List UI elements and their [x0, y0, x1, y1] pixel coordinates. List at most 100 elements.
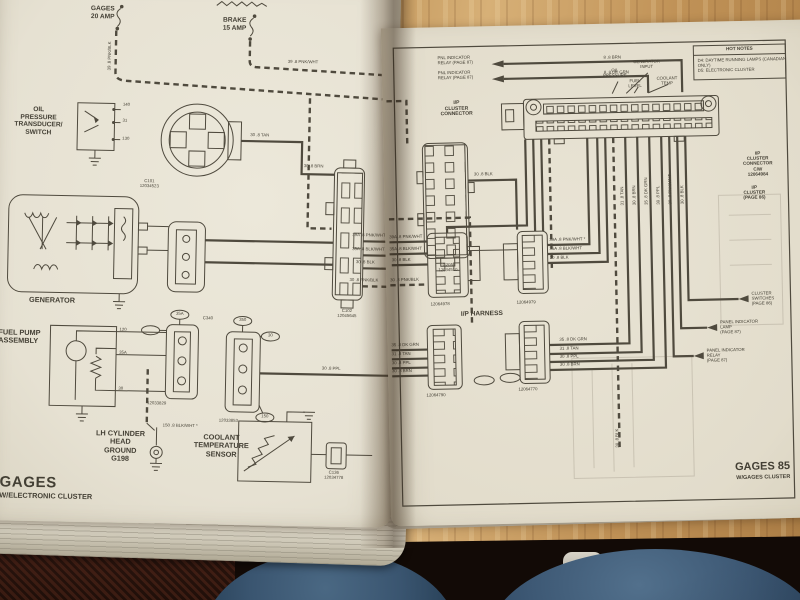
- wire-label-vertical: 30 .8 BLK: [614, 428, 620, 448]
- harness-connector-lower-right: [499, 320, 551, 385]
- ip-cluster-label: I/P CLUSTER (PAGE 86): [743, 184, 766, 201]
- wire-label: 35A .8 BLK/WHT: [389, 245, 422, 252]
- wire-out: [547, 137, 609, 265]
- wire-gages-feed: [114, 30, 391, 101]
- resistance-wire-symbol: [216, 0, 268, 7]
- wire-label: 39A .8 PNK/WHT *: [549, 236, 586, 242]
- wire-dashed-into-cluster: [386, 99, 409, 144]
- wire-out: [547, 138, 591, 247]
- wire-gen-2: [204, 261, 333, 266]
- connector-id: C340: [202, 315, 214, 321]
- connector-fuelpump-a: [141, 309, 200, 400]
- wire-label-vertical: 30 .8 PPL: [655, 185, 661, 205]
- wire-callout-2: [676, 136, 708, 330]
- pin-label: 35A: [119, 349, 127, 355]
- wire-cluster-blk: [468, 178, 519, 230]
- wire-label: 8 .8 BRN: [603, 54, 621, 60]
- connector-c101-symbol: [160, 103, 243, 177]
- wire-label: 30 .8 PNK/BLK: [390, 276, 420, 283]
- wires-lower-left: [391, 348, 429, 378]
- fuse-gages-symbol: [115, 4, 124, 31]
- wire-label: 35 .8 DK GRN: [559, 336, 587, 342]
- pin-function-label: COOLANT TEMP: [656, 75, 678, 86]
- connector-id: 12064790: [426, 392, 446, 398]
- wire-vert-dashed: [611, 137, 621, 448]
- wire-label-vertical: 39 .8 PNK/WHT: [666, 173, 673, 205]
- fuse-gages-label: GAGES 20 AMP: [90, 5, 115, 21]
- wire-pnl-2: [503, 74, 650, 93]
- wire-label: 30 .8 PPL: [559, 353, 579, 359]
- wire-vert: [445, 139, 529, 234]
- wire-label: 30 .8 PNK/BLK: [349, 277, 379, 283]
- callout-label: PANEL INDICATOR LAMP (PAGE 87): [719, 318, 759, 335]
- right-diagram: HOT NOTES D4: DAYTIME RUNNING LAMPS (CAN…: [385, 24, 800, 523]
- callout-label: PANEL INDICATOR RELAY (PAGE 87): [706, 346, 745, 363]
- wire-dashed-ground: [145, 369, 149, 424]
- arrow-left-icon: [707, 323, 718, 331]
- wire-vert: [549, 136, 655, 364]
- pin-label: 140: [122, 101, 131, 107]
- oval-tag: 150: [261, 413, 269, 419]
- wire-label: 30 .8 BRN: [303, 163, 324, 169]
- wire-in: [391, 263, 428, 267]
- connector-id: 12064770: [518, 386, 538, 392]
- wire-label: 31 .8 TAN: [391, 350, 411, 357]
- connector-generator-symbol: [166, 221, 206, 293]
- page-bleed-through: [571, 193, 784, 480]
- left-diagram-drawing: [7, 0, 396, 483]
- wire-label: 35A .8 BLK/WHT: [549, 245, 583, 251]
- connector-c102-symbol: [324, 159, 366, 309]
- ground-bolt-symbol: [149, 427, 163, 471]
- wire-label: 39A .8 PNK/WHT: [352, 232, 386, 238]
- oval-tag: 30: [268, 332, 273, 338]
- wire-to-bolt: [146, 422, 155, 431]
- pnl-relay-callout: PNL INDICATOR RELAY (PAGE 87): [437, 69, 474, 81]
- wire-label: 39 .8 PNK/BLK: [106, 41, 113, 71]
- left-footer-title: GAGES: [0, 473, 57, 492]
- arrow-left-icon: [491, 60, 504, 68]
- wire-brake-feed: [248, 41, 396, 78]
- generator-label: GENERATOR: [29, 294, 76, 305]
- right-page: HOT NOTES D4: DAYTIME RUNNING LAMPS (CAN…: [380, 19, 800, 527]
- left-footer-sub: W/ELECTRONIC CLUSTER: [0, 490, 93, 502]
- oval-tag: 35A: [175, 310, 184, 316]
- fuel-pump-symbol: [48, 324, 118, 422]
- wire-vert: [549, 137, 631, 347]
- wire-between: [467, 249, 518, 252]
- pin-label: 120: [119, 326, 127, 332]
- harness-connector-upper-left: [426, 232, 481, 298]
- wire-pnl-1: [503, 59, 684, 93]
- pin-label: 30: [118, 385, 124, 391]
- fuse-brake-symbol: [248, 14, 257, 41]
- oval-tag: 350: [239, 316, 247, 323]
- generator-symbol: [7, 194, 169, 310]
- wire-label: 30 .8 BLK: [391, 256, 411, 263]
- pin-label: 31: [122, 117, 128, 123]
- lh-ground-label: LH CYLINDER HEAD GROUND G198: [95, 428, 146, 463]
- wire-out: [547, 137, 601, 256]
- diagram-border: [392, 39, 796, 507]
- wire-label: 30 .8 PPL: [391, 359, 411, 366]
- wire-c101-to-c102: [241, 139, 335, 176]
- wire-label: 39 .8 PNK/WHT: [287, 58, 319, 65]
- ip-harness-label: I/P HARNESS: [460, 309, 503, 318]
- connector-id: 12033853: [218, 417, 238, 423]
- wire-label: 35 .8 DK GRN: [391, 341, 419, 348]
- pin-function-label: OIL PRESSURE: [602, 67, 627, 78]
- wire-gen-1: [205, 239, 334, 244]
- wire-in: [389, 252, 428, 256]
- pin-label: 130: [122, 135, 130, 141]
- left-diagram: GAGES 20 AMP BRAKE 15 AMP OIL PRESSURE T…: [0, 0, 397, 522]
- ip-cluster-connector-label: I/P CLUSTER CONNECTOR: [440, 99, 473, 118]
- wire-vert-dashed: [547, 138, 554, 269]
- harness-connector-upper-right: [502, 230, 549, 295]
- wires-pump-to-conn: [115, 331, 167, 393]
- connector-id: C102 12045645: [337, 307, 357, 319]
- connector-id: 12033829: [147, 400, 167, 406]
- arrow-left-icon: [693, 352, 704, 360]
- wire-label: 30 .8 BLK: [549, 254, 569, 260]
- right-footer-title: GAGES 85: [734, 459, 791, 474]
- wire-label: 30 .8 BRN: [559, 361, 580, 367]
- arrow-left-icon: [738, 295, 749, 303]
- coolant-sensor-symbol: [237, 411, 373, 483]
